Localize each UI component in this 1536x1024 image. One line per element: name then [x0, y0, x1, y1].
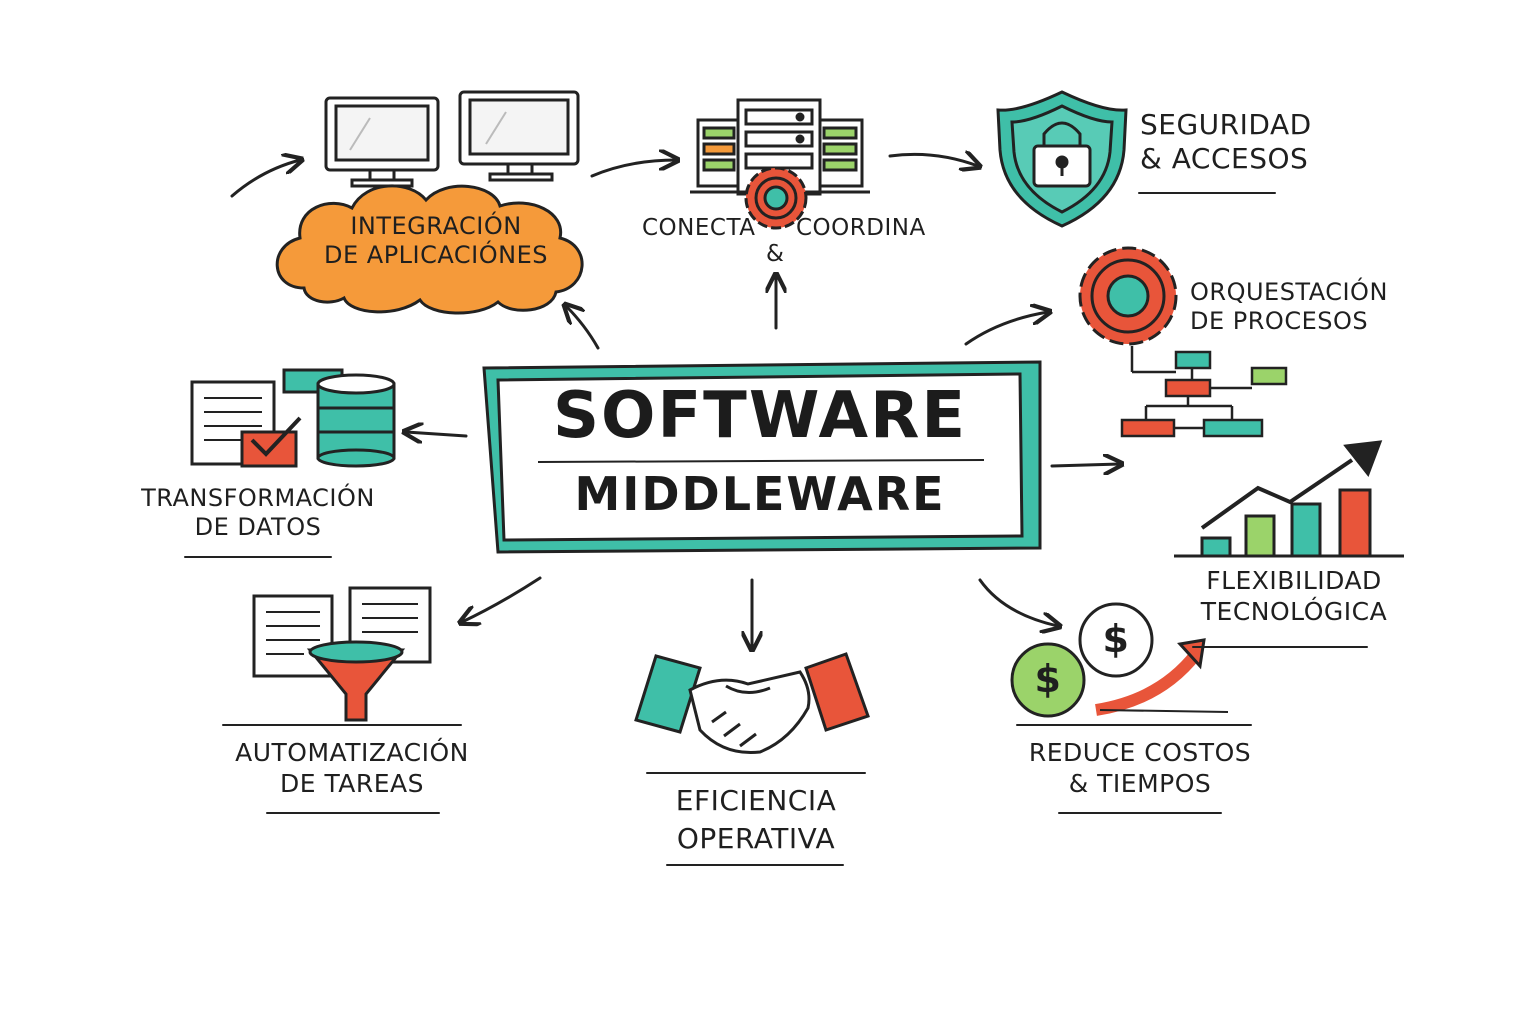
node-integracion: INTEGRACIÓN DE APLICACIÓNES	[306, 212, 566, 271]
bar-chart-icon	[1174, 440, 1404, 558]
node-orquestacion-line1: ORQUESTACIÓN	[1190, 278, 1388, 306]
center-title-line1: SOFTWARE	[552, 379, 968, 453]
shield-lock-icon	[996, 90, 1128, 228]
dollar-coin-icon	[1010, 602, 1229, 718]
monitor-icon	[324, 90, 580, 188]
underline-eficiencia	[666, 864, 844, 866]
cloud-shape	[275, 184, 584, 315]
arrow-to-transformacion	[406, 432, 468, 436]
node-flexibilidad-line1: FLEXIBILIDAD	[1206, 566, 1382, 595]
arrow-to-integracion	[566, 306, 600, 350]
underline-costos	[1058, 812, 1222, 814]
document-icon	[190, 368, 344, 468]
node-automatizacion-line1: AUTOMATIZACIÓN	[235, 738, 469, 767]
database-icon	[316, 373, 396, 468]
node-transformacion-line1: TRANSFORMACIÓN	[141, 484, 375, 512]
node-orquestacion-line2: DE PROCESOS	[1190, 307, 1369, 336]
node-conecta-line2: COORDINA	[796, 215, 926, 241]
connector-arrows	[230, 154, 1120, 648]
node-eficiencia-line2: OPERATIVA	[676, 821, 836, 855]
node-transformacion-line2: DE DATOS	[194, 513, 322, 542]
node-seguridad-line2: & ACCESOS	[1140, 142, 1309, 176]
arrow-server-to-shield	[888, 154, 978, 166]
node-orquestacion: ORQUESTACIÓN DE PROCESOS	[1190, 278, 1388, 337]
node-eficiencia: EFICIENCIA OPERATIVA	[626, 782, 886, 858]
arrow-to-orquestacion	[964, 312, 1048, 346]
node-integracion-line1: INTEGRACIÓN	[350, 212, 522, 240]
underline-eficiencia-top	[646, 772, 866, 774]
arrow-to-automatizacion	[462, 576, 542, 622]
node-flexibilidad: FLEXIBILIDAD TECNOLÓGICA	[1180, 566, 1408, 627]
center-title-line2: MIDDLEWARE	[574, 467, 946, 521]
arrow-monitors-to-server	[590, 160, 676, 178]
node-conecta-amp: &	[766, 241, 785, 267]
arrow-cloud-loop	[230, 160, 300, 198]
arrow-to-flexibilidad	[1050, 464, 1120, 466]
node-seguridad-line1: SEGURIDAD	[1140, 108, 1312, 141]
underline-flexibilidad	[1192, 646, 1368, 648]
flowchart-icon	[1120, 346, 1288, 438]
underline-costos-top	[1016, 724, 1252, 726]
funnel-icon	[306, 640, 406, 722]
node-flexibilidad-line2: TECNOLÓGICA	[1200, 596, 1388, 626]
gear-icon	[1078, 246, 1178, 346]
node-transformacion: TRANSFORMACIÓN DE DATOS	[138, 484, 378, 543]
gear-icon	[744, 166, 808, 230]
handshake-icon	[634, 652, 870, 755]
node-conecta-line1: CONECTA	[642, 215, 756, 241]
node-eficiencia-line1: EFICIENCIA	[675, 784, 837, 817]
center-box	[482, 360, 1042, 554]
underline-seguridad	[1138, 192, 1276, 194]
node-costos-line2: & TIEMPOS	[1068, 768, 1212, 798]
dollar-sign-white-coin: $	[1102, 617, 1130, 661]
dollar-sign-green-coin: $	[1034, 657, 1062, 701]
underline-automatizacion-top	[222, 724, 462, 726]
node-automatizacion-line2: DE TAREAS	[279, 768, 425, 798]
underline-transformacion	[184, 556, 332, 558]
node-costos-line1: REDUCE COSTOS	[1028, 738, 1252, 767]
node-seguridad: SEGURIDAD & ACCESOS	[1140, 108, 1312, 176]
arrow-to-costos	[978, 578, 1058, 626]
node-costos: REDUCE COSTOS & TIEMPOS	[1010, 738, 1270, 799]
center-title: SOFTWARE MIDDLEWARE	[500, 380, 1020, 522]
node-integracion-line2: DE APLICACIÓNES	[324, 241, 548, 270]
node-automatizacion: AUTOMATIZACIÓN DE TAREAS	[222, 738, 482, 799]
underline-automatizacion	[266, 812, 440, 814]
